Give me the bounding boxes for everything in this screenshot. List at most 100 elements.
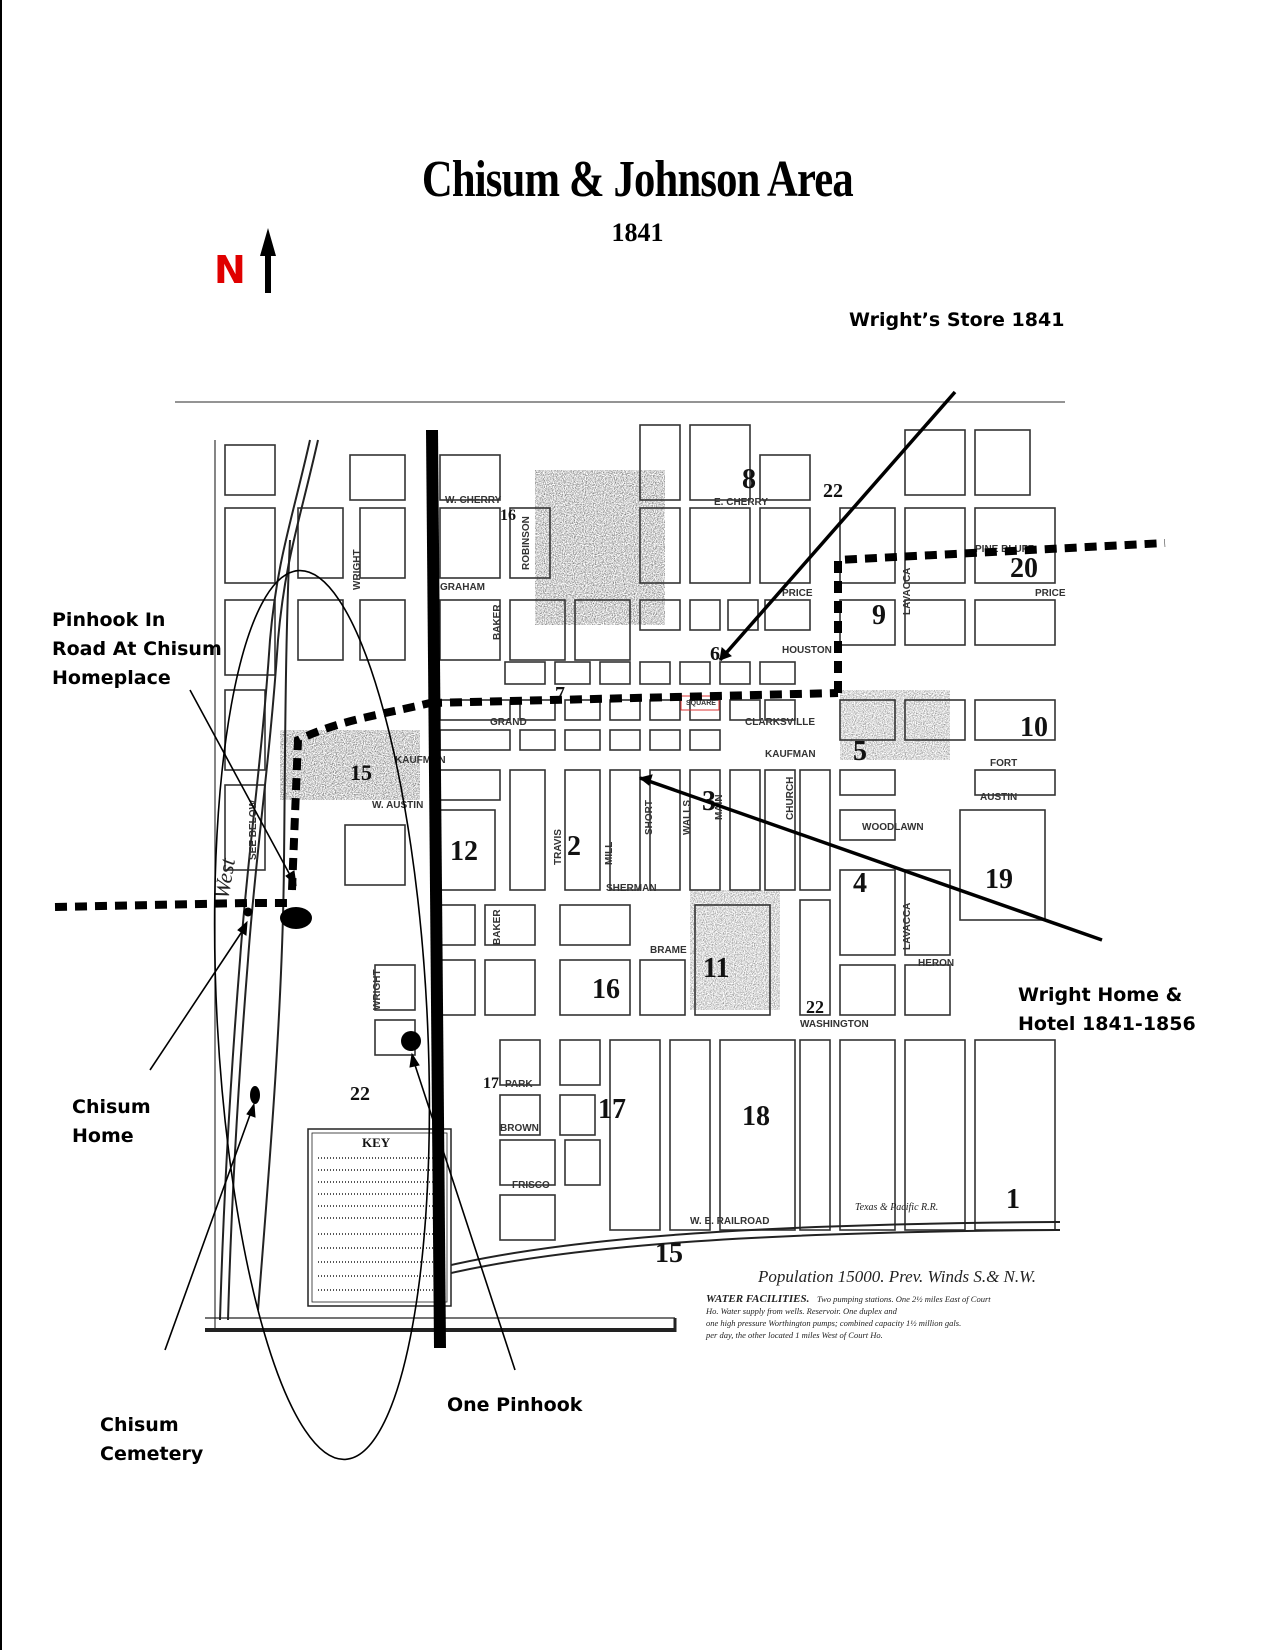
street-label: PINE BLUFF <box>975 544 1034 555</box>
wrights-store-label: Wright’s Store 1841 <box>849 309 1065 331</box>
chisum-home-marker <box>243 907 253 917</box>
pinhook-road-label-line-2: Road At Chisum <box>52 638 222 660</box>
chisum-home-leader <box>149 929 244 1071</box>
wright-home-label-line-2: Hotel 1841-1856 <box>1018 1013 1196 1035</box>
map-title: Chisum & Johnson Area <box>421 151 854 208</box>
wright-home-label-line-1: Wright Home & <box>1018 984 1183 1006</box>
street-label: HOUSTON <box>782 645 832 656</box>
section-number: 17 <box>598 1094 626 1125</box>
water-text: per day, the other located 1 miles West … <box>705 1330 883 1340</box>
section-number: 15 <box>350 760 372 785</box>
map-notes: Population 15000. Prev. Winds S.& N.W. W… <box>705 1267 1036 1340</box>
annotation-overlay <box>54 390 1166 1461</box>
street-label: FRISCO <box>512 1180 550 1191</box>
street-label: CLARKSVILLE <box>745 717 815 728</box>
street-label: TRAVIS <box>553 829 564 865</box>
dotted-road-pinhook <box>288 699 431 891</box>
street-label: PRICE <box>1035 588 1066 599</box>
section-number: 22 <box>823 480 843 502</box>
section-number: 10 <box>1020 712 1048 743</box>
section-number: 22 <box>806 997 824 1017</box>
street-label: WOODLAWN <box>862 822 924 833</box>
street-label: PRICE <box>782 588 813 599</box>
street-label: E. CHERRY <box>714 497 768 508</box>
chisum-cemetery-marker <box>250 1086 260 1104</box>
map-key: KEY <box>307 1128 452 1307</box>
section-numbers: 8 22 16 20 9 6 7 10 5 3 15 12 2 4 19 11 … <box>350 464 1048 1269</box>
dotted-road-east <box>834 539 1166 693</box>
pinhook-road-marker <box>280 907 312 929</box>
street-label: LAVACCA <box>902 903 913 950</box>
street-label: W. AUSTIN <box>372 800 423 811</box>
street-label: ROBINSON <box>521 516 532 570</box>
street-label: WALLS <box>682 800 693 835</box>
section-number: 4 <box>853 868 867 899</box>
street-label: BROWN <box>500 1123 539 1134</box>
chisum-home-label-line-1: Chisum <box>72 1096 151 1118</box>
map-year: 1841 <box>611 218 664 247</box>
section-number: 20 <box>1010 553 1038 584</box>
north-arrow-icon <box>260 228 276 293</box>
section-number: 12 <box>450 836 478 867</box>
section-number: 11 <box>703 953 729 984</box>
pinhook-road-label-line-1: Pinhook In <box>52 609 166 631</box>
shaded-areas <box>280 470 950 1010</box>
dotted-road-west <box>54 899 290 911</box>
section-number: 17 <box>483 1075 499 1092</box>
chisum-home-label-line-2: Home <box>72 1125 134 1147</box>
section-number: 16 <box>500 507 516 524</box>
chisum-cemetery-label-line-2: Cemetery <box>100 1443 204 1465</box>
street-label: BRAME <box>650 945 687 956</box>
water-text: Two pumping stations. One 2½ miles East … <box>817 1294 991 1304</box>
street-label: Texas & Pacific R.R. <box>855 1202 938 1213</box>
chisum-area-ellipse <box>213 569 431 1461</box>
wrights-store-leader <box>718 390 957 662</box>
street-label: MILL <box>604 842 615 865</box>
street-label: CHURCH <box>785 777 796 820</box>
water-text: one high pressure Worthington pumps; com… <box>706 1318 961 1328</box>
water-title: WATER FACILITIES. <box>706 1293 809 1305</box>
street-label: W. CHERRY <box>445 495 502 506</box>
street-label: WRIGHT <box>352 549 363 590</box>
street-label: SHERMAN <box>606 883 657 894</box>
street-labels: W. CHERRY E. CHERRY GRAHAM PRICE PRICE H… <box>208 495 1066 1227</box>
street-label: W. E. RAILROAD <box>690 1216 769 1227</box>
population-note: Population 15000. Prev. Winds S.& N.W. <box>757 1267 1036 1286</box>
street-label: BAKER <box>492 909 503 945</box>
street-label: PARK <box>505 1079 533 1090</box>
city-blocks <box>224 424 1056 1241</box>
street-label: HERON <box>918 958 954 969</box>
page-left-border <box>0 0 2 1650</box>
section-number: 6 <box>710 643 720 665</box>
street-label: West <box>208 856 240 901</box>
street-label: KAUFMAN <box>395 755 446 766</box>
street-label: SHORT <box>644 800 655 835</box>
chisum-cemetery-label-line-1: Chisum <box>100 1414 179 1436</box>
water-text: Ho. Water supply from wells. Reservoir. … <box>705 1306 898 1316</box>
pinhook-road-label-line-3: Homeplace <box>52 667 171 689</box>
one-pinhook-label: One Pinhook <box>447 1394 583 1416</box>
heavy-boundary-line <box>426 429 446 1349</box>
street-label: AUSTIN <box>980 792 1017 803</box>
wright-home-leader <box>639 776 1103 942</box>
chisum-cemetery-leader <box>164 1111 252 1351</box>
street-label: WASHINGTON <box>800 1019 869 1030</box>
section-number: 18 <box>742 1101 770 1132</box>
street-label: FORT <box>990 758 1017 769</box>
dotted-road-main <box>429 689 839 707</box>
section-number: 2 <box>567 831 581 862</box>
section-number: 19 <box>985 864 1013 895</box>
street-label: WRIGHT <box>372 969 383 1010</box>
north-label: N <box>214 248 246 292</box>
section-number: 5 <box>853 736 867 767</box>
section-number: 15 <box>655 1238 683 1269</box>
section-number: 9 <box>872 600 886 631</box>
pinhook-road-leader <box>189 689 291 876</box>
section-number: 1 <box>1006 1184 1020 1215</box>
street-label: KAUFMAN <box>765 749 816 760</box>
street-label: GRAND <box>490 717 527 728</box>
section-number: 8 <box>742 464 756 495</box>
key-title: KEY <box>362 1135 391 1150</box>
street-label: GRAHAM <box>440 582 485 593</box>
